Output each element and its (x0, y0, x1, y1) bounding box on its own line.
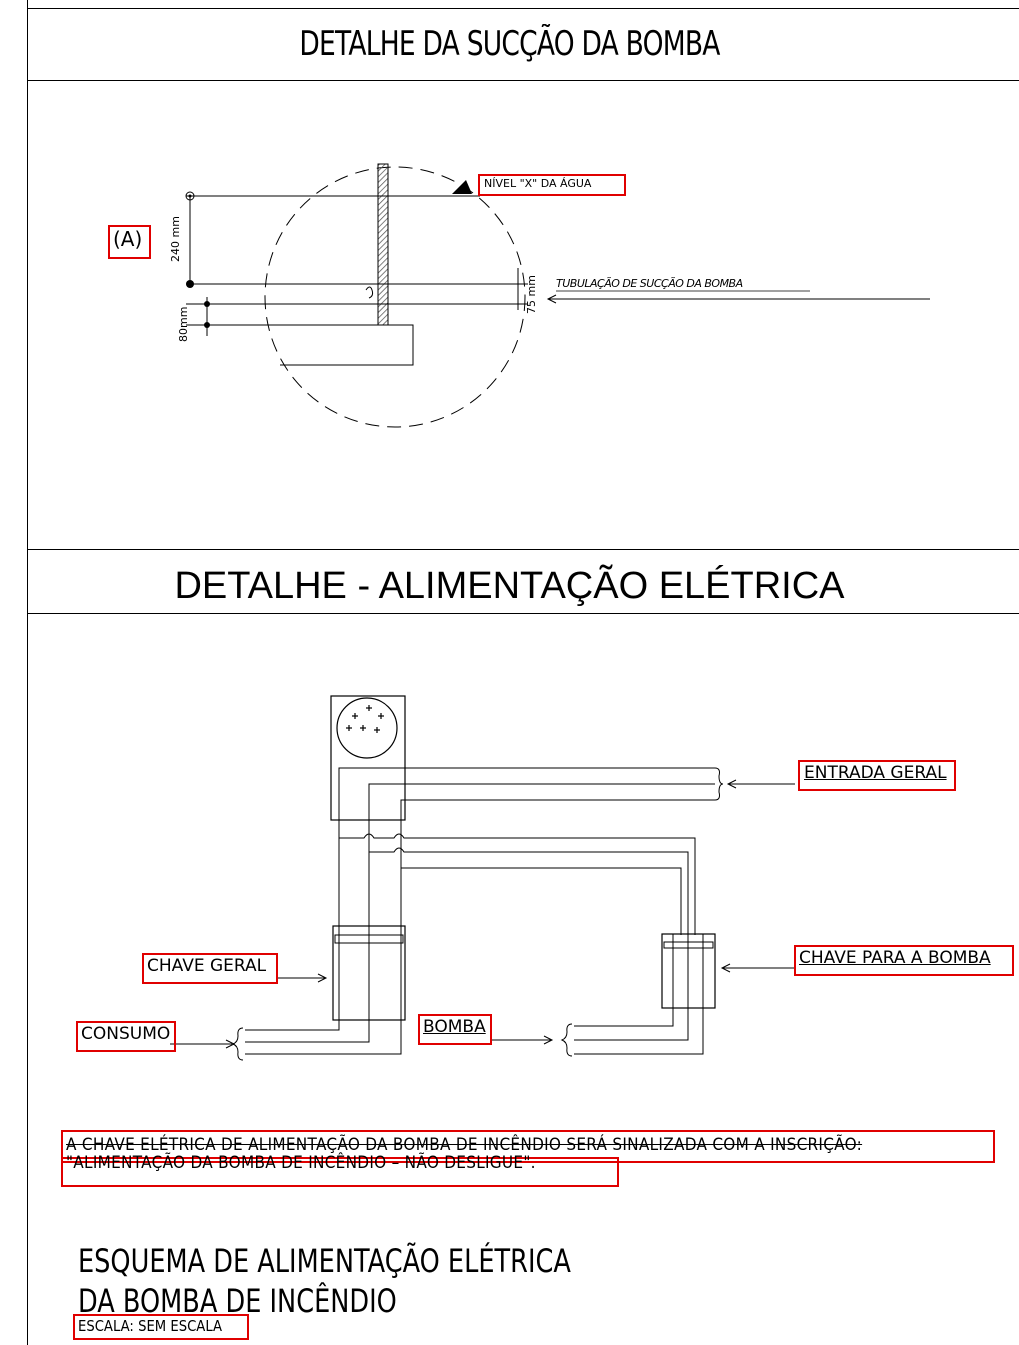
chave-bomba-label: CHAVE PARA A BOMBA (799, 948, 991, 968)
title1-divider (27, 80, 1019, 81)
section-divider (27, 549, 1019, 550)
meter-icon (336, 697, 398, 759)
note-line2-box (61, 1157, 619, 1187)
water-level-symbol (452, 180, 472, 194)
scale-box (73, 1314, 249, 1340)
marker-a: (A) (113, 227, 143, 251)
chave-geral-label: CHAVE GERAL (147, 956, 267, 976)
bomba-label: BOMBA (423, 1017, 486, 1037)
chave-geral-box (142, 953, 278, 984)
schema-title-1: ESQUEMA DE ALIMENTAÇÃO ELÉTRICA (78, 1242, 571, 1280)
frame-top-border (27, 8, 1019, 9)
detail-circle (264, 166, 526, 428)
note-line1-box (61, 1130, 995, 1163)
pipe-label: TUBULAÇÃO DE SUCÇÃO DA BOMBA (556, 277, 743, 290)
suction-detail-title: DETALHE DA SUCÇÃO DA BOMBA (299, 24, 720, 64)
frame-left-border (27, 0, 28, 1345)
water-level-label: NÍVEL "X" DA ÁGUA (484, 177, 592, 190)
entrada-label: ENTRADA GERAL (804, 763, 947, 783)
title2-divider (27, 613, 1019, 614)
note-line2: "ALIMENTAÇÃO DA BOMBA DE INCÊNDIO – NÃO … (66, 1153, 536, 1173)
chave-bomba-box (794, 945, 1014, 976)
note-line1: A CHAVE ELÉTRICA DE ALIMENTAÇÃO DA BOMBA… (66, 1135, 863, 1155)
floor-slab (268, 324, 414, 366)
consumo-box (76, 1021, 176, 1052)
entrada-box (798, 760, 956, 791)
meter-box (330, 695, 406, 821)
scale-label: ESCALA: SEM ESCALA (78, 1317, 223, 1335)
marker-a-box (108, 225, 151, 259)
electrical-detail-title: DETALHE - ALIMENTAÇÃO ELÉTRICA (174, 565, 845, 607)
schema-title-2: DA BOMBA DE INCÊNDIO (78, 1282, 397, 1320)
consumo-label: CONSUMO (81, 1024, 171, 1044)
bomba-box (418, 1014, 492, 1045)
water-level-box (478, 174, 626, 196)
